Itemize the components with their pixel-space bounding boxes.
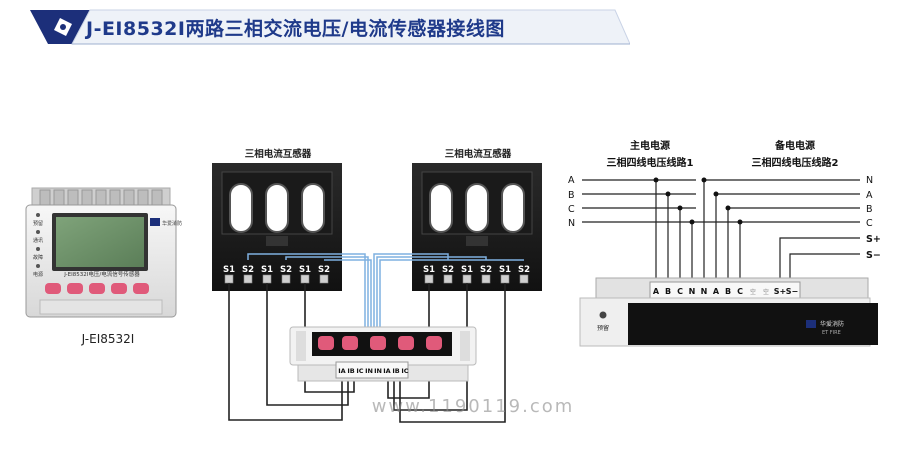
main-power-title: 主电电源 <box>630 139 670 152</box>
line-label: B <box>568 190 575 201</box>
reset-button[interactable] <box>426 336 442 350</box>
terminal-label: S2 <box>242 265 254 275</box>
junction-dots <box>653 177 743 225</box>
terminal-label: S1 <box>499 265 511 275</box>
terminal-label: S1 <box>299 265 311 275</box>
ct-left <box>212 163 342 291</box>
terminal-label: S+ <box>774 287 786 296</box>
line-label: N <box>568 218 575 229</box>
line-label: A <box>866 190 873 201</box>
ct-right <box>412 163 542 291</box>
voltage-logo-sub: ET FIRE <box>822 330 841 336</box>
terminal-label: S2 <box>318 265 330 275</box>
terminal-label: IA <box>383 367 390 375</box>
title-banner-shape <box>30 9 630 45</box>
terminal-label: B <box>725 287 731 296</box>
confirm-button[interactable] <box>398 336 414 350</box>
device-model-label: J-EI8532I <box>81 332 135 346</box>
up-button[interactable] <box>318 336 334 350</box>
watermark: www.1190119.com <box>372 396 575 417</box>
voltage-bus-lines <box>582 179 860 287</box>
ct-left-label: 三相电流互感器 <box>245 148 312 160</box>
terminal-label: S1 <box>223 265 235 275</box>
terminal-label: IC <box>401 367 408 375</box>
terminal-label: IB <box>392 367 399 375</box>
terminal-label: N <box>701 287 708 296</box>
line-label: S+ <box>866 234 881 245</box>
line-label: C <box>866 218 873 229</box>
terminal-label: A <box>713 287 720 296</box>
terminal-label: IB <box>347 367 354 375</box>
line-label: N <box>866 175 873 186</box>
terminal-label: IA <box>338 367 345 375</box>
logo-icon <box>54 18 72 36</box>
terminal-label: 空 <box>750 288 756 296</box>
terminal-label: S2 <box>280 265 292 275</box>
line-label: C <box>568 204 575 215</box>
terminal-label: S1 <box>461 265 473 275</box>
confirm-button[interactable] <box>111 283 127 294</box>
device-unit: 华爱消防 预留 通讯 故障 电源 J-EI8532I电压/电流信号传感器 <box>25 187 182 318</box>
voltage-drop-wires <box>655 180 741 287</box>
terminal-label: S1 <box>423 265 435 275</box>
down-button[interactable] <box>342 336 358 350</box>
terminal-label: C <box>737 287 743 296</box>
terminal-label: C <box>677 287 683 296</box>
status-label: 通讯 <box>33 237 43 244</box>
voltage-line-labels-right: N A B C S+ S− <box>866 175 881 261</box>
terminal-label: IN <box>365 367 373 375</box>
up-button[interactable] <box>45 283 61 294</box>
status-label: 故障 <box>33 254 43 261</box>
down-button[interactable] <box>67 283 83 294</box>
terminal-label: IC <box>356 367 363 375</box>
device-logo-icon <box>150 218 160 226</box>
page-title: J-EI8532I两路三相交流电压/电流传感器接线图 <box>86 18 505 40</box>
terminal-label: S2 <box>442 265 454 275</box>
line-label: B <box>866 204 873 215</box>
status-led-icon <box>36 230 40 234</box>
ct-left-terminals: S1 S2 S1 S2 S1 S2 <box>223 265 330 275</box>
lcd-screen <box>56 217 144 267</box>
title-banner <box>30 8 630 46</box>
voltage-terminals: A B C N N A B C 空 空 S+ S− <box>653 287 798 296</box>
backup-power-title: 备电电源 <box>774 139 815 152</box>
module-buttons[interactable] <box>318 336 442 350</box>
reserved-led-icon <box>599 311 607 319</box>
terminal-label: S2 <box>480 265 492 275</box>
terminal-label: IN <box>374 367 382 375</box>
main-power-subtitle: 三相四线电压线路1 <box>607 156 694 169</box>
voltage-line-labels-left: A B C N <box>568 175 575 229</box>
terminal-label: S2 <box>518 265 530 275</box>
line-label: A <box>568 175 575 186</box>
backup-power-subtitle: 三相四线电压线路2 <box>752 156 839 169</box>
terminal-label: B <box>665 287 671 296</box>
menu-button[interactable] <box>89 283 105 294</box>
terminal-label: N <box>689 287 696 296</box>
terminal-label: 空 <box>763 288 769 296</box>
reserved-label: 预留 <box>597 324 609 332</box>
device-logo-text: 华爱消防 <box>162 220 182 227</box>
status-led-icon <box>36 264 40 268</box>
terminal-label: S1 <box>261 265 273 275</box>
device-buttons[interactable] <box>45 283 149 294</box>
line-label: S− <box>866 250 881 261</box>
status-label: 电源 <box>33 271 43 278</box>
status-indicators: 预留 通讯 故障 电源 <box>33 213 43 278</box>
status-label: 预留 <box>33 220 43 227</box>
status-led-icon <box>36 247 40 251</box>
center-module <box>289 326 477 382</box>
menu-button[interactable] <box>370 336 386 350</box>
voltage-logo-text: 华爱消防 <box>820 320 844 328</box>
reset-button[interactable] <box>133 283 149 294</box>
device-panel-label: J-EI8532I电压/电流信号传感器 <box>63 270 140 278</box>
ct-right-terminals: S1 S2 S1 S2 S1 S2 <box>423 265 530 275</box>
status-led-icon <box>36 213 40 217</box>
logo-icon <box>806 320 816 328</box>
terminal-label: A <box>653 287 660 296</box>
ct-right-label: 三相电流互感器 <box>445 148 512 160</box>
module-terminals: IA IB IC IN IN IA IB IC <box>338 367 409 375</box>
voltage-device: 预留 华爱消防 ET FIRE <box>579 277 878 347</box>
terminal-label: S− <box>786 287 798 296</box>
